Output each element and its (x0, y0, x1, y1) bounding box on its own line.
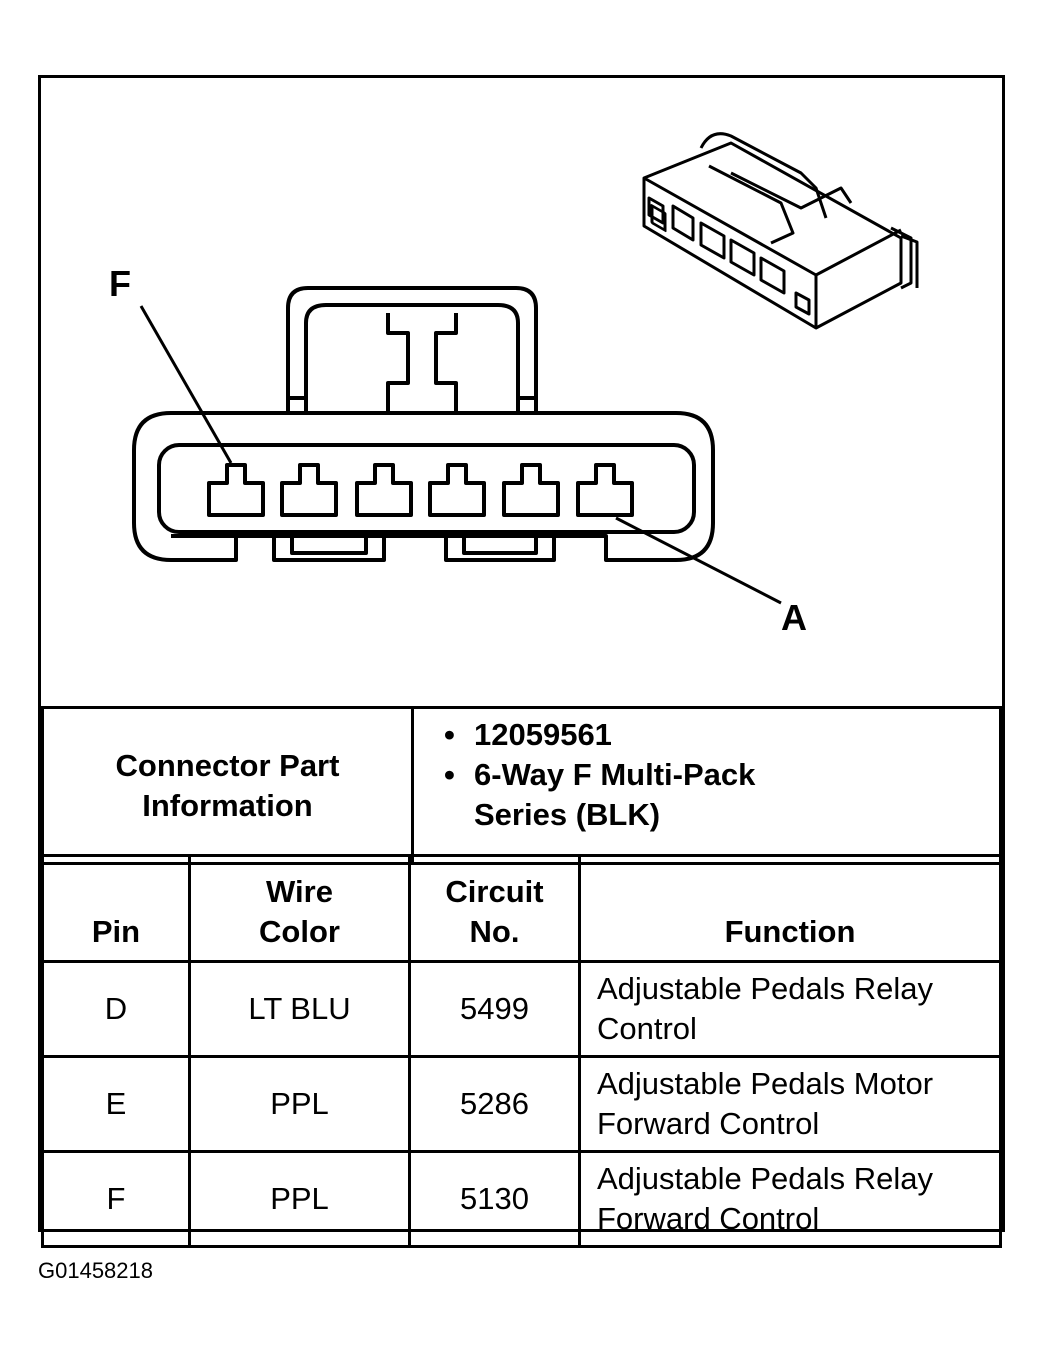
header-circuit-line2: No. (469, 914, 520, 949)
connector-series: 6-Way F Multi-Pack Series (BLK) (444, 755, 814, 835)
header-circuit-line1: Circuit (445, 874, 544, 909)
table-row: D LT BLU 5499 Adjustable Pedals Relay Co… (41, 960, 1002, 1058)
connector-info-label-line1: Connector Part (115, 747, 340, 783)
header-wire-color-line1: Wire (266, 874, 333, 909)
function-cell: Adjustable Pedals Relay Forward Control (578, 1150, 1002, 1248)
connector-info-value: 12059561 6-Way F Multi-Pack Series (BLK) (411, 706, 1002, 865)
figure-frame: F A Connector Part Information 12059561 … (38, 75, 1005, 1248)
wire-color-cell: LT BLU (188, 960, 411, 1058)
connector-diagram: F A (41, 78, 1002, 706)
header-pin: Pin (41, 854, 191, 963)
pin-cell: E (41, 1055, 191, 1153)
header-wire-color-line2: Color (259, 914, 340, 949)
connector-info-label-line2: Information (142, 787, 313, 823)
terminal-d (355, 463, 413, 517)
header-function: Function (578, 854, 1002, 963)
connector-body-outer (171, 411, 715, 562)
pin-cell: D (41, 960, 191, 1058)
circuit-cell: 5130 (408, 1150, 581, 1248)
circuit-cell: 5499 (408, 960, 581, 1058)
terminal-row (207, 463, 634, 517)
circuit-cell: 5286 (408, 1055, 581, 1153)
function-cell: Adjustable Pedals Motor Forward Control (578, 1055, 1002, 1153)
connector-info-label: Connector Part Information (41, 706, 414, 865)
connector-info-table: Connector Part Information 12059561 6-Wa… (41, 706, 1002, 865)
wire-color-cell: PPL (188, 1055, 411, 1153)
function-cell: Adjustable Pedals Relay Control (578, 960, 1002, 1058)
pin-cell: F (41, 1150, 191, 1248)
pin-callout-f: F (109, 263, 131, 304)
part-number: 12059561 (444, 715, 999, 755)
pin-callout-a: A (781, 597, 807, 638)
table-row: E PPL 5286 Adjustable Pedals Motor Forwa… (41, 1055, 1002, 1153)
pin-table: Pin Wire Color Circuit No. Function D LT… (41, 854, 1002, 1248)
terminal-e (280, 463, 338, 517)
table-row: F PPL 5130 Adjustable Pedals Relay Forwa… (41, 1150, 1002, 1248)
connector-cavity (157, 443, 696, 534)
terminal-f (207, 463, 265, 517)
connector-latch (286, 286, 538, 413)
figure-id: G01458218 (38, 1258, 153, 1283)
connector-isometric-icon (642, 132, 919, 330)
leader-line-f (139, 305, 233, 464)
terminal-a (576, 463, 634, 517)
terminal-c (428, 463, 486, 517)
connector-face-view (132, 132, 919, 605)
wire-color-cell: PPL (188, 1150, 411, 1248)
header-circuit: Circuit No. (408, 854, 581, 963)
header-wire-color: Wire Color (188, 854, 411, 963)
terminal-b (502, 463, 560, 517)
leader-line-a (615, 516, 782, 605)
pin-table-header: Pin Wire Color Circuit No. Function (41, 854, 1002, 963)
